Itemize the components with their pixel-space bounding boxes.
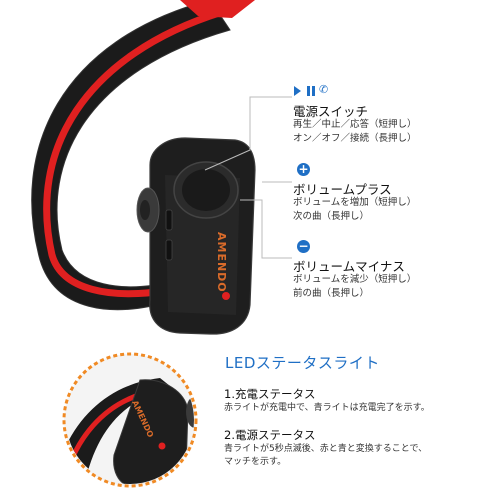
volume-down-line-1: ボリュームを減少（短押し）	[293, 274, 417, 285]
callout-line-power	[204, 96, 292, 171]
volume-down-line-2: 前の曲（長押し）	[293, 288, 370, 299]
minus-icon: −	[297, 239, 310, 253]
charge-status-desc: 赤ライトが充電中で、青ライトは充電完了を示す。	[224, 403, 430, 413]
ear-hook-stripe	[43, 8, 226, 298]
charge-status-title: 1.充電ステータス	[224, 387, 316, 401]
power-switch-line-2: オン／オフ／接続（長押し）	[293, 133, 417, 144]
power-switch-title: 電源スイッチ	[293, 104, 369, 119]
pause-icon	[307, 86, 315, 96]
led-red-dot	[222, 292, 230, 300]
led-callout-red-dot	[158, 442, 166, 450]
volume-up-title: ボリュームプラス	[293, 182, 392, 197]
play-icon	[294, 86, 301, 96]
volume-up-line-2: 次の曲（長押し）	[293, 211, 370, 222]
cable	[180, 0, 255, 18]
power-status-line-2: マッチを示す。	[224, 457, 287, 467]
led-section-title: LEDステータスライト	[225, 354, 380, 372]
power-status-title: 2.電源ステータス	[224, 428, 316, 442]
callout-line-volume	[240, 199, 292, 259]
volume-up-line-1: ボリュームを増加（短押し）	[293, 197, 417, 208]
brand-logo: AMENDO	[215, 232, 228, 293]
power-switch-line-1: 再生／中止／応答（短押し）	[293, 119, 417, 130]
plus-icon: +	[297, 162, 310, 176]
volume-down-title: ボリュームマイナス	[293, 259, 405, 274]
phone-icon: ✆	[319, 83, 329, 96]
power-status-line-1: 青ライトが5秒点滅後、赤と青と変換することで、	[224, 444, 428, 454]
